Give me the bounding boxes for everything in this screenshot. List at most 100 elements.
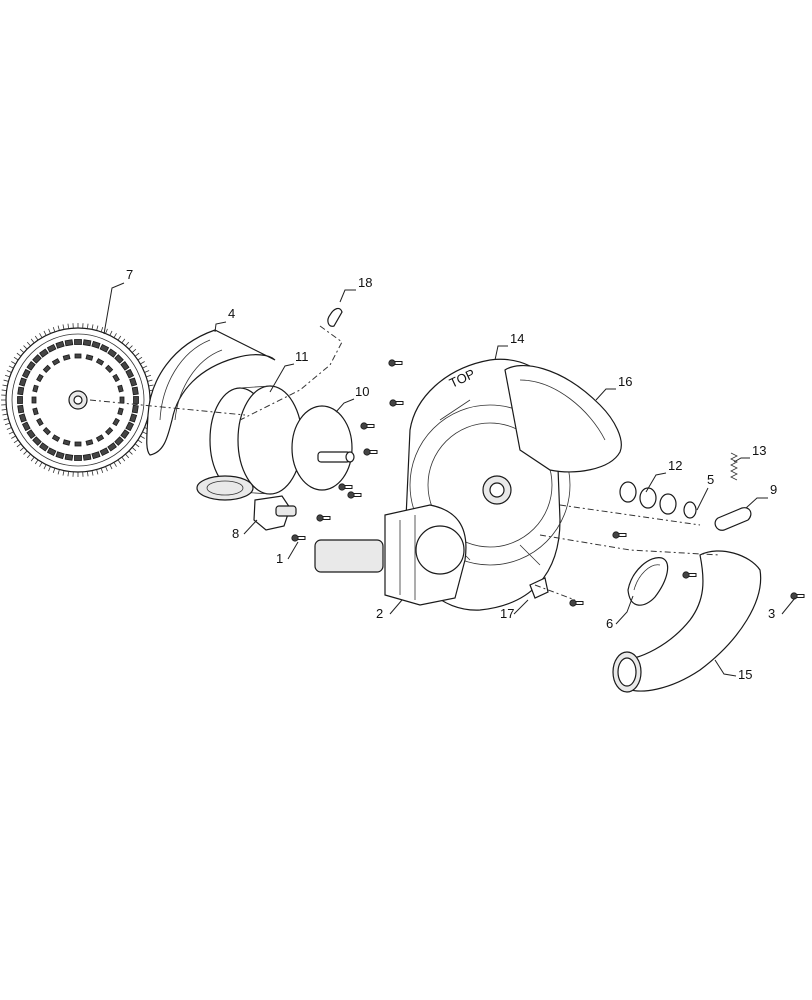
callout-16: 16 [595,374,632,401]
callout-number: 8 [232,526,239,541]
callout-15: 15 [714,659,752,682]
disc-tooth [57,469,60,475]
disc-slot [95,434,105,442]
disc-tooth [39,462,43,467]
disc-slot [36,417,44,427]
retainer-clip [529,577,549,599]
disc-slot [133,396,139,404]
hopper-cover [504,364,622,473]
callout-number: 2 [376,606,383,621]
leader-line [595,388,616,401]
callout-2: 2 [376,599,403,621]
disc-slot [131,386,139,396]
leader-line [696,487,709,511]
callout-number: 12 [668,458,682,473]
disc-tooth [1,389,7,391]
callout-number: 5 [707,472,714,487]
callout-number: 6 [606,616,613,631]
disc-slot [62,354,71,361]
leader-line [615,595,634,625]
disc-slot [107,348,117,358]
disc-slot [18,377,27,387]
disc-tooth [109,464,113,470]
disc-slot [117,384,124,393]
disc-tooth [105,466,108,472]
callout-18: 18 [339,275,372,303]
disc-slot [46,447,57,457]
callout-number: 17 [500,606,514,621]
callout-number: 4 [228,306,235,321]
callout-number: 1 [276,551,283,566]
callout-17: 17 [500,599,529,621]
disc-tooth [16,352,22,357]
leader-line [287,541,299,560]
disc-tooth [52,326,56,332]
screw [316,514,331,522]
disc-slot [32,436,42,446]
disc-tooth [39,333,43,338]
disc-tooth [91,470,94,476]
callout-number: 14 [510,331,524,346]
baffle-cover [146,329,276,456]
screw [790,592,805,600]
disc-tooth [117,459,122,465]
disc-slot [120,361,130,371]
disc-slot [112,417,120,427]
disc-tooth [137,439,143,444]
disc-tooth [148,384,154,387]
disc-slot [129,377,138,387]
callout-12: 12 [645,458,682,493]
disc-tooth [109,330,113,336]
leader-line [335,398,355,413]
screw [388,359,403,367]
disc-tooth [48,466,51,472]
disc-tooth [30,456,35,462]
callout-5: 5 [696,472,714,511]
seed-disc [1,323,155,477]
disc-tooth [142,431,148,435]
callout-1: 1 [276,541,299,566]
screw [569,599,584,607]
o-ring-seal [627,557,669,606]
disc-tooth [26,341,31,347]
leader-line [243,519,258,535]
callout-13: 13 [733,443,766,463]
disc-tooth [91,324,94,330]
drive-motor [314,504,467,606]
disc-slot [62,439,71,446]
disc-tooth [2,413,8,416]
leader-line [269,363,295,393]
disc-slot [74,353,82,359]
disc-tooth [23,345,28,350]
callout-10: 10 [335,384,369,413]
screw [612,531,627,539]
spring [730,452,738,481]
disc-tooth [6,370,12,373]
disc-slot [26,361,36,371]
disc-tooth [117,335,122,341]
snap-ring [683,501,697,519]
disc-slot [17,396,23,404]
disc-tooth [121,456,126,462]
disc-slot [39,348,49,358]
disc-tooth [43,330,47,336]
callout-number: 18 [358,275,372,290]
leader-line [103,282,125,335]
disc-tooth [144,370,150,373]
callout-number: 15 [738,667,752,682]
disc-slot [42,364,51,373]
disc-tooth [34,335,39,341]
disc-tooth [13,439,19,444]
disc-tooth [67,471,69,477]
disc-slot [21,421,31,432]
disc-slot [82,453,92,461]
disc-slot [64,453,74,461]
disc-slot [42,427,51,436]
disc-slot [51,358,61,366]
disc-slot [17,404,25,414]
disc-tooth [147,379,153,382]
disc-tooth [8,365,14,369]
screws [291,359,805,607]
disc-tooth [100,326,104,332]
